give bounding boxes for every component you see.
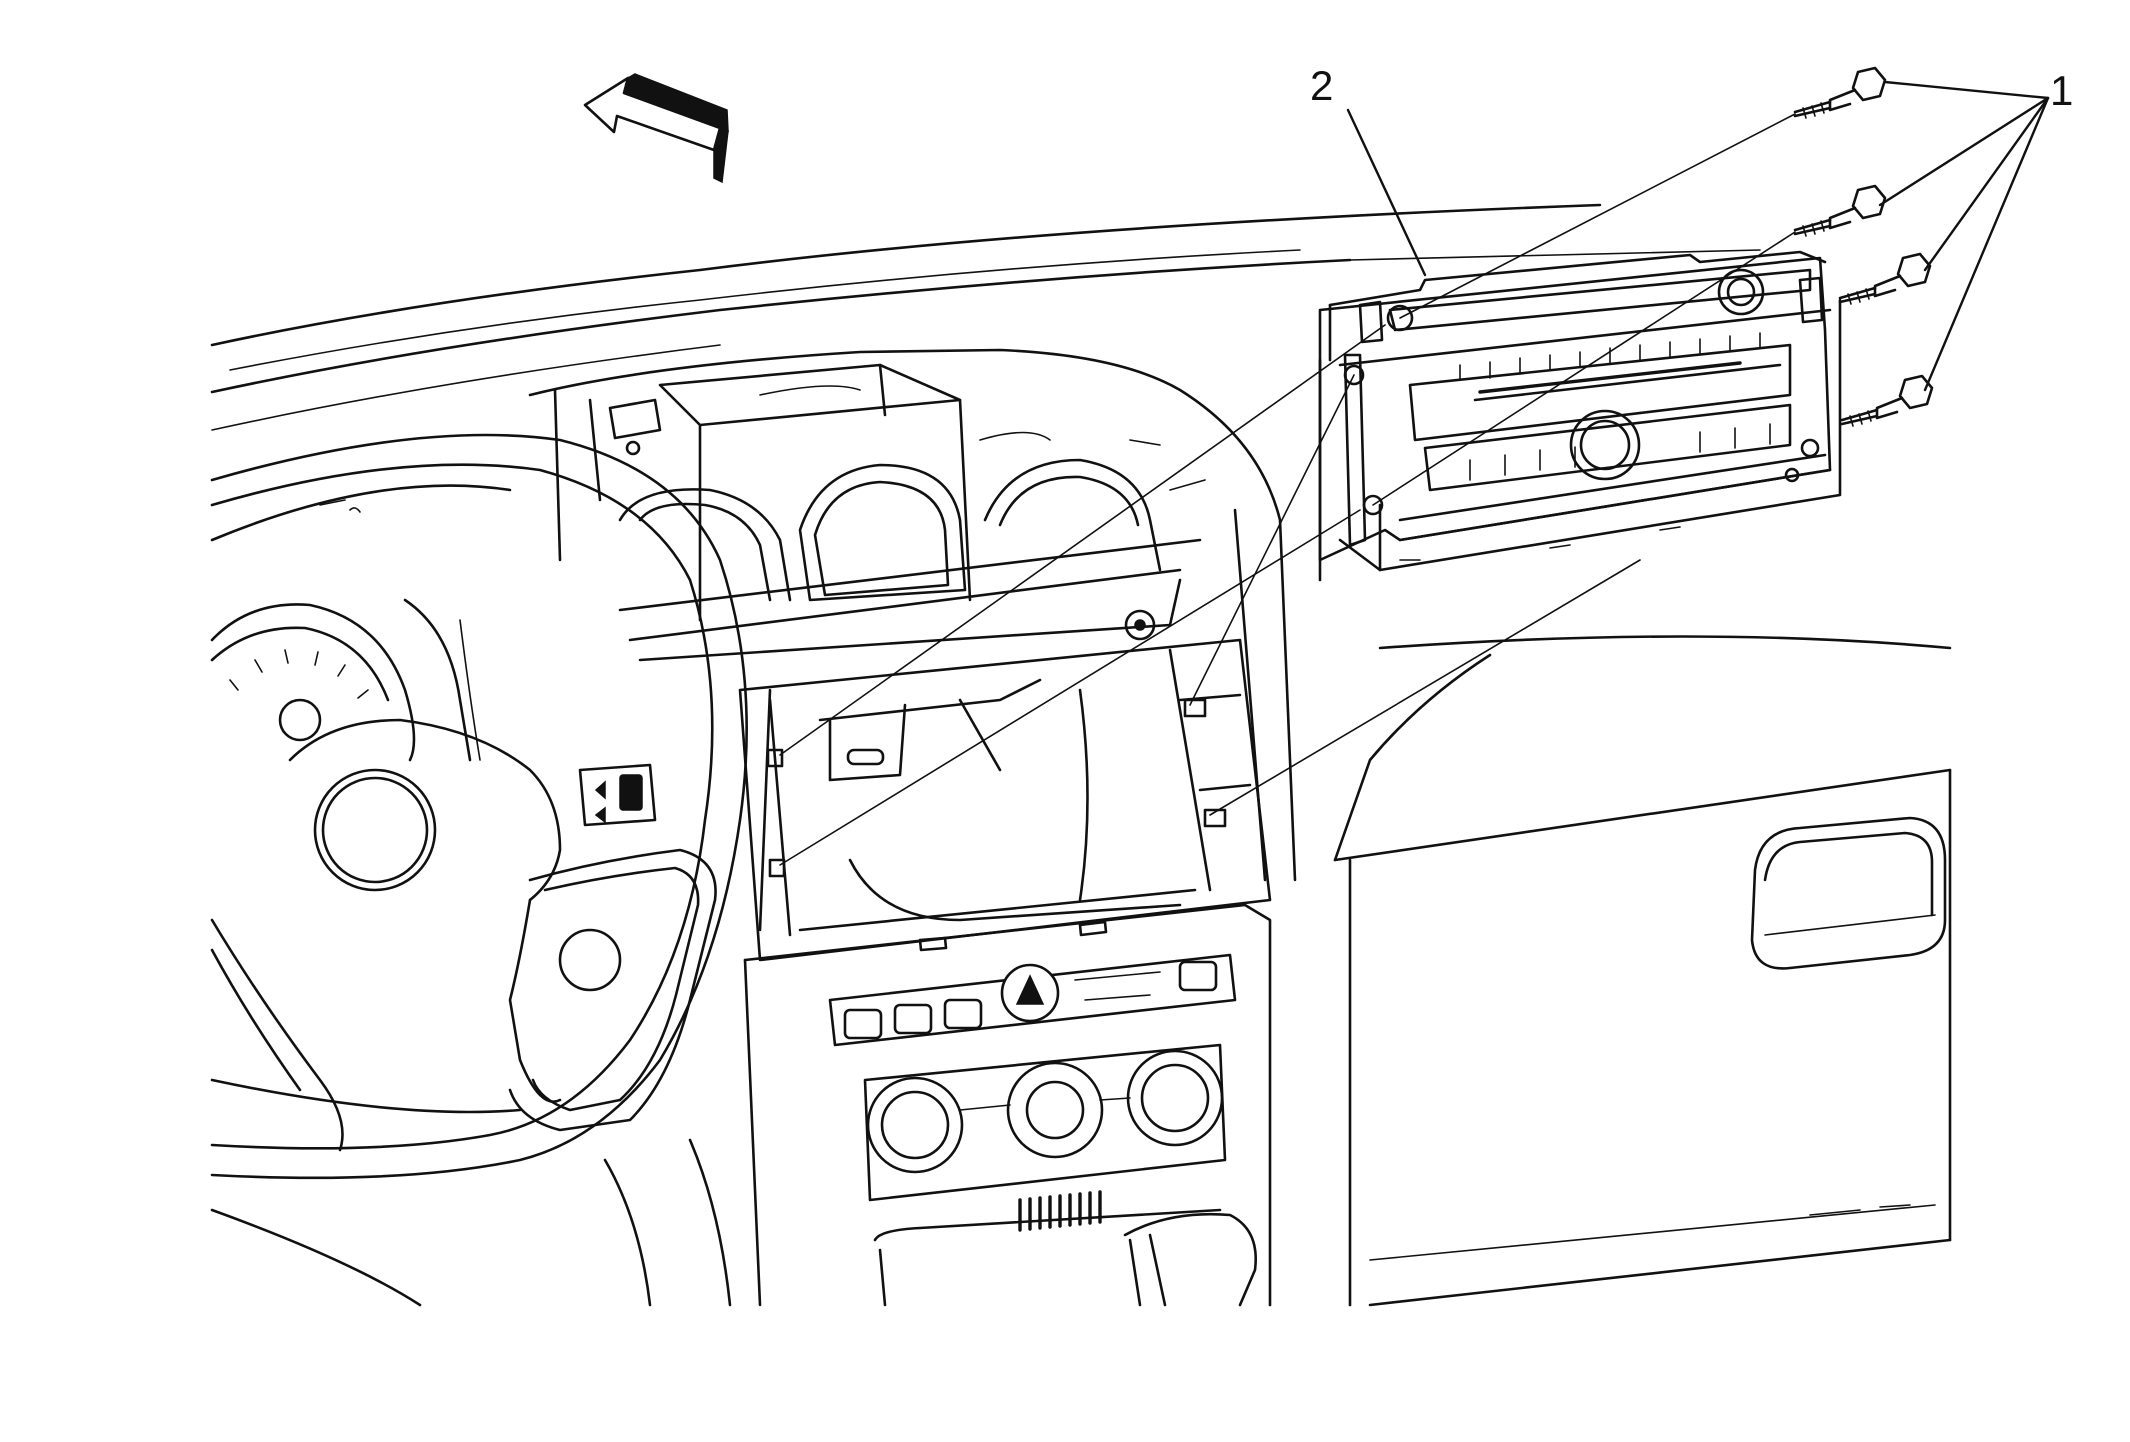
callout-1-label: 1 [2050,67,2073,114]
instrument-cluster [528,348,1297,882]
callout-2-leader [1346,108,1427,277]
bolt-alignment-lines [779,113,1796,866]
vent-grille [1018,1190,1102,1232]
callout-2-label: 2 [1310,62,1333,109]
center-stack [743,903,1272,1307]
bolt-4 [1840,374,1934,427]
steering-column [210,1138,732,1307]
radio-receiver [1318,250,1842,582]
speedometer-gauge [210,598,481,762]
radio-opening [738,638,1272,962]
bolt-2 [1793,184,1887,237]
dashboard-top [210,203,1761,431]
radio-bolts [1793,66,1934,427]
passenger-dash-panel [1333,635,1952,1307]
front-direction-arrow-icon [583,73,729,184]
bolt-3 [1838,252,1932,305]
steering-wheel [210,433,748,1180]
callout-1-leaders [1878,80,2050,392]
bolt-1 [1793,66,1887,119]
glove-box-handle [1750,816,1947,970]
